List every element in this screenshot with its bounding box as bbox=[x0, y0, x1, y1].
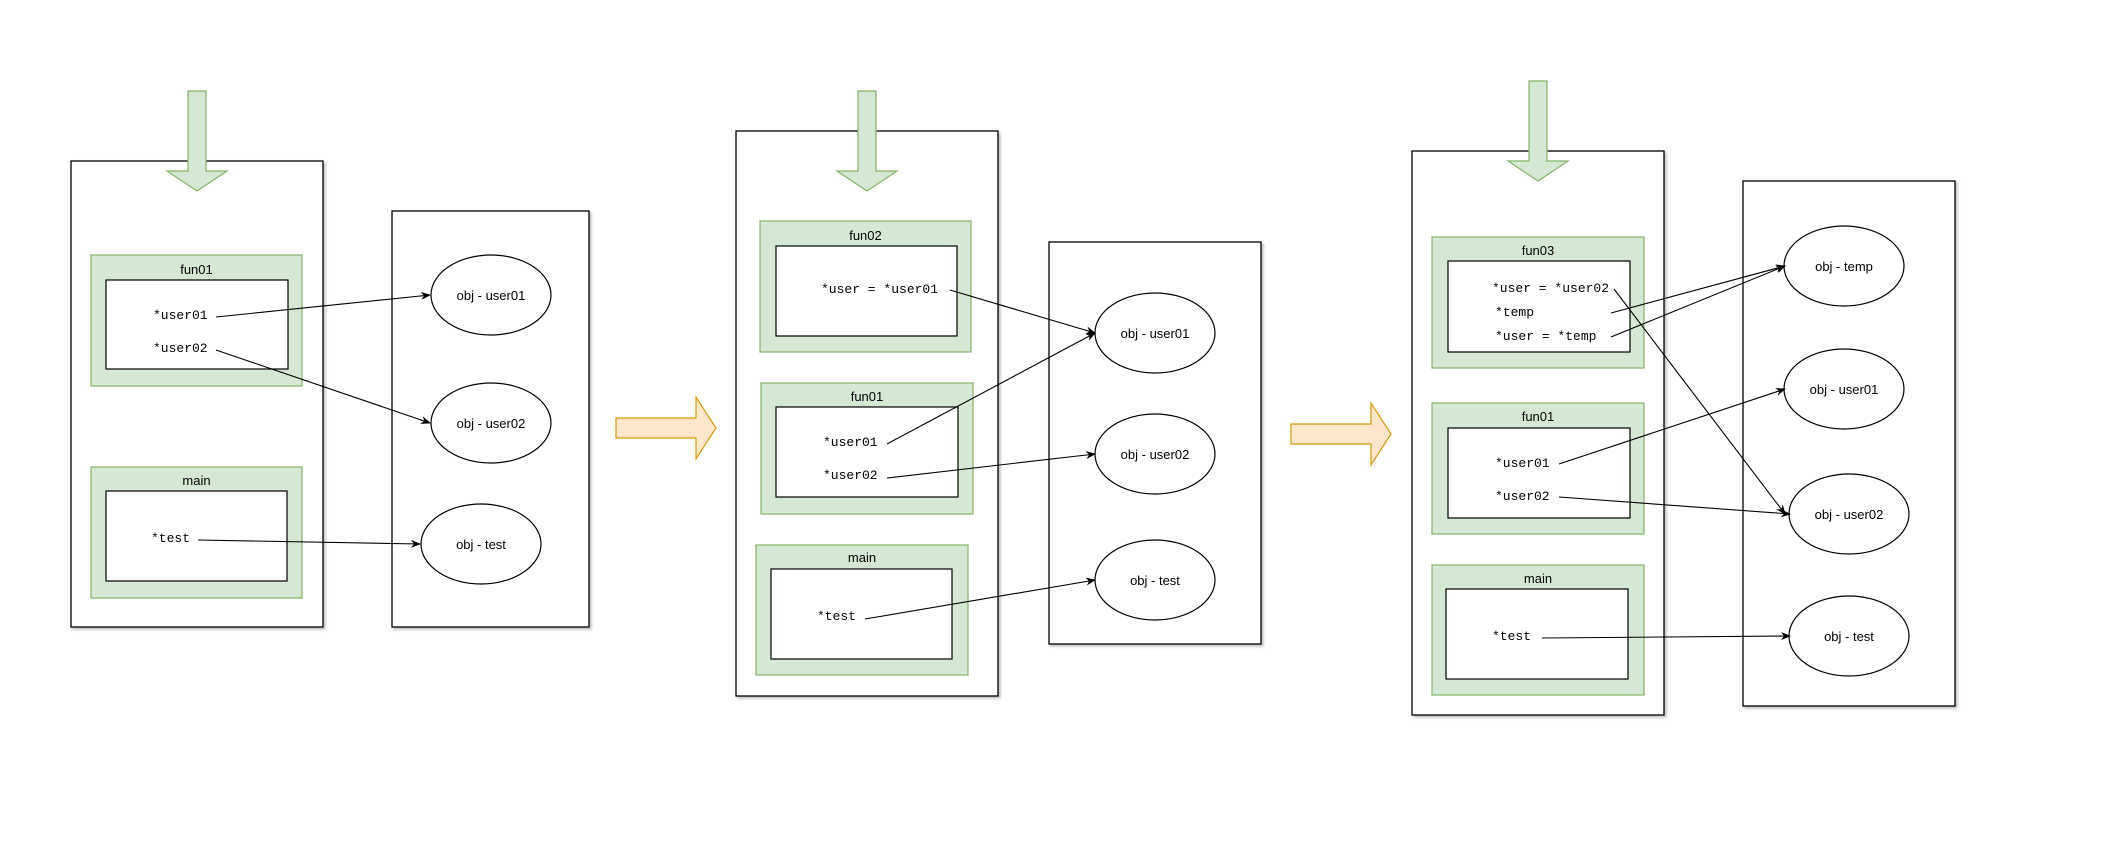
variable: *user = *temp bbox=[1495, 329, 1596, 344]
frame-title: fun03 bbox=[1522, 243, 1555, 258]
variable: *user = *user01 bbox=[821, 282, 938, 297]
frame-title: main bbox=[848, 550, 876, 565]
panel-3: fun03 *user = *user02 *temp *user = *tem… bbox=[1411, 80, 1956, 716]
variable: *user02 bbox=[153, 341, 208, 356]
variable: *test bbox=[817, 609, 856, 624]
frame-fun03: fun03 *user = *user02 *temp *user = *tem… bbox=[1431, 236, 1645, 369]
frame-fun01: fun01 *user01 *user02 bbox=[760, 382, 974, 515]
variable: *user01 bbox=[1495, 456, 1550, 471]
frame-title: fun02 bbox=[849, 228, 882, 243]
frame-title: fun01 bbox=[851, 389, 884, 404]
frame-main: main *test bbox=[755, 544, 969, 676]
heap-object: obj - user02 bbox=[1094, 413, 1216, 495]
heap-object: obj - user01 bbox=[430, 254, 552, 336]
svg-text:obj - user02: obj - user02 bbox=[457, 416, 526, 431]
svg-text:obj - user01: obj - user01 bbox=[1121, 326, 1190, 341]
heap-object: obj - user01 bbox=[1783, 348, 1905, 430]
panel-1: fun01 *user01 *user02 main *test obj - u… bbox=[70, 90, 590, 628]
heap-object: obj - user01 bbox=[1094, 292, 1216, 374]
variable: *user02 bbox=[823, 468, 878, 483]
reference-arrows bbox=[197, 291, 431, 548]
heap-object: obj - user02 bbox=[430, 382, 552, 464]
frame-main: main *test bbox=[1431, 564, 1645, 696]
frame-fun01: fun01 *user01 *user02 bbox=[1431, 402, 1645, 535]
frame-fun01: fun01 *user01 *user02 bbox=[90, 254, 303, 387]
variable: *user01 bbox=[153, 308, 208, 323]
variable: *test bbox=[1492, 629, 1531, 644]
frame-title: fun01 bbox=[180, 262, 213, 277]
svg-text:obj - user02: obj - user02 bbox=[1121, 447, 1190, 462]
reference-arrows bbox=[1541, 264, 1791, 641]
svg-text:obj - user01: obj - user01 bbox=[457, 288, 526, 303]
stack-pointer-arrow-icon bbox=[165, 90, 229, 192]
frame-main: main *test bbox=[90, 466, 303, 599]
transition-arrow-icon bbox=[615, 394, 717, 462]
variable: *user01 bbox=[823, 435, 878, 450]
svg-text:obj - user01: obj - user01 bbox=[1810, 382, 1879, 397]
stack-pointer-arrow-icon bbox=[835, 90, 899, 192]
reference-arrows bbox=[864, 289, 1096, 620]
svg-text:obj - test: obj - test bbox=[1824, 629, 1874, 644]
svg-text:obj - temp: obj - temp bbox=[1815, 259, 1873, 274]
svg-text:obj - test: obj - test bbox=[1130, 573, 1180, 588]
svg-text:obj - user02: obj - user02 bbox=[1815, 507, 1884, 522]
frame-title: main bbox=[1524, 571, 1552, 586]
heap-object: obj - test bbox=[1788, 595, 1910, 677]
variable: *test bbox=[151, 531, 190, 546]
heap-object: obj - temp bbox=[1783, 225, 1905, 307]
svg-text:obj - test: obj - test bbox=[456, 537, 506, 552]
frame-title: main bbox=[182, 473, 210, 488]
variable: *user02 bbox=[1495, 489, 1550, 504]
heap-object: obj - user02 bbox=[1788, 473, 1910, 555]
heap-object: obj - test bbox=[1094, 539, 1216, 621]
variable: *temp bbox=[1495, 305, 1534, 320]
transition-arrow-icon bbox=[1290, 400, 1392, 468]
stack-pointer-arrow-icon bbox=[1506, 80, 1570, 182]
frame-title: fun01 bbox=[1522, 409, 1555, 424]
panel-2: fun02 *user = *user01 fun01 *user01 *use… bbox=[735, 90, 1262, 697]
variable: *user = *user02 bbox=[1492, 281, 1609, 296]
heap-object: obj - test bbox=[420, 503, 542, 585]
frame-fun02: fun02 *user = *user01 bbox=[759, 220, 972, 353]
